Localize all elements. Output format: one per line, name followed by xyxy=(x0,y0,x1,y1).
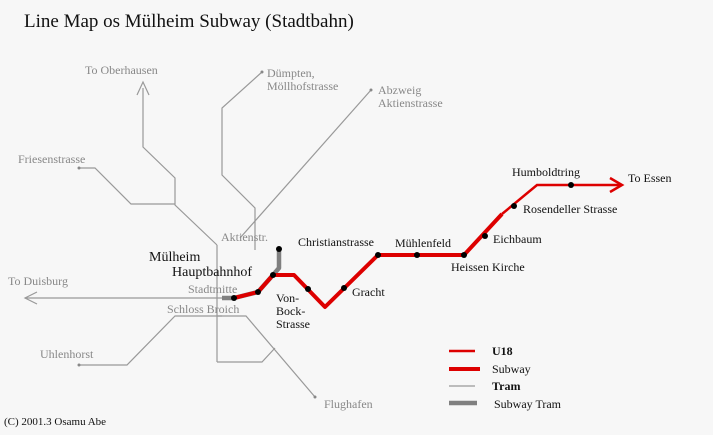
legend-u18-label: U18 xyxy=(492,344,513,358)
tram-flughafen xyxy=(217,315,316,398)
label-vonbock-3: Strasse xyxy=(276,317,310,331)
label-hbf-2: Hauptbahnhof xyxy=(172,265,253,280)
station-dot-christianstrasse xyxy=(375,252,381,258)
label-abzweig-1: Abzweig xyxy=(378,83,422,97)
label-friesenstrasse: Friesenstrasse xyxy=(18,152,86,166)
terminus-friesenstrasse xyxy=(77,166,81,170)
label-to-essen: To Essen xyxy=(628,171,672,185)
label-muehlenfeld: Mühlenfeld xyxy=(395,236,451,250)
legend-subway-label: Subway xyxy=(492,362,531,376)
tram-duisburg-arrow xyxy=(23,291,38,305)
tram-uhlenhorst xyxy=(79,315,222,366)
station-dot-muehlenfeld xyxy=(414,252,420,258)
station-dot-aktienstr xyxy=(276,246,282,252)
label-duempten-1: Dümpten, xyxy=(267,66,315,80)
label-flughafen: Flughafen xyxy=(324,397,373,411)
station-dot-gracht xyxy=(341,285,347,291)
label-uhlenhorst: Uhlenhorst xyxy=(40,347,94,361)
tram-terminus-dots xyxy=(77,70,373,399)
station-dot-vonbock xyxy=(305,286,311,292)
label-vonbock-1: Von- xyxy=(276,291,300,305)
label-abzweig-2: Aktienstrasse xyxy=(378,96,443,110)
tram-abzweig xyxy=(239,89,372,239)
label-vonbock-2: Bock- xyxy=(276,304,306,318)
terminus-uhlenhorst xyxy=(77,363,81,367)
label-aktienstr: Aktienstr. xyxy=(221,230,268,244)
label-humboldtring: Humboldtring xyxy=(512,165,580,179)
terminus-flughafen xyxy=(313,395,317,399)
station-dot-schloss xyxy=(231,295,237,301)
label-rosendeller: Rosendeller Strasse xyxy=(523,202,618,216)
tram-duempten xyxy=(221,71,263,250)
u18-arrow-icon xyxy=(609,176,625,194)
station-dot-humboldtring xyxy=(568,182,574,188)
label-duempten-2: Möllhofstrasse xyxy=(267,79,339,93)
label-heissen-kirche: Heissen Kirche xyxy=(451,260,525,274)
station-dot-rosendeller xyxy=(511,203,517,209)
tram-central-branch xyxy=(217,347,276,363)
station-dots xyxy=(231,182,574,301)
label-stadtmitte: Stadtmitte xyxy=(188,282,238,296)
label-schloss-broich: Schloss Broich xyxy=(167,302,240,316)
legend-swatches xyxy=(449,349,480,406)
tram-lines xyxy=(23,71,372,398)
label-gracht: Gracht xyxy=(352,285,385,299)
tram-oberhausen xyxy=(142,88,218,246)
station-dot-stadtmitte xyxy=(255,289,261,295)
terminus-duempten xyxy=(260,70,264,74)
label-hbf-1: Mülheim xyxy=(149,250,201,265)
legend-subway-tram-label: Subway Tram xyxy=(494,397,562,411)
label-christianstrasse: Christianstrasse xyxy=(298,235,374,249)
copyright: (C) 2001.3 Osamu Abe xyxy=(4,416,107,428)
tram-oberhausen-arrow xyxy=(136,80,150,96)
station-dot-eichbaum xyxy=(482,233,488,239)
label-to-duisburg: To Duisburg xyxy=(8,274,68,288)
tram-friesenstrasse xyxy=(79,167,175,205)
station-dot-heissen xyxy=(461,252,467,258)
legend-tram-label: Tram xyxy=(492,379,521,393)
label-to-oberhausen: To Oberhausen xyxy=(85,63,158,77)
map-title: Line Map os Mülheim Subway (Stadtbahn) xyxy=(24,11,354,32)
label-eichbaum: Eichbaum xyxy=(493,232,542,246)
terminus-abzweig xyxy=(369,88,373,92)
station-dot-hbf xyxy=(270,272,276,278)
